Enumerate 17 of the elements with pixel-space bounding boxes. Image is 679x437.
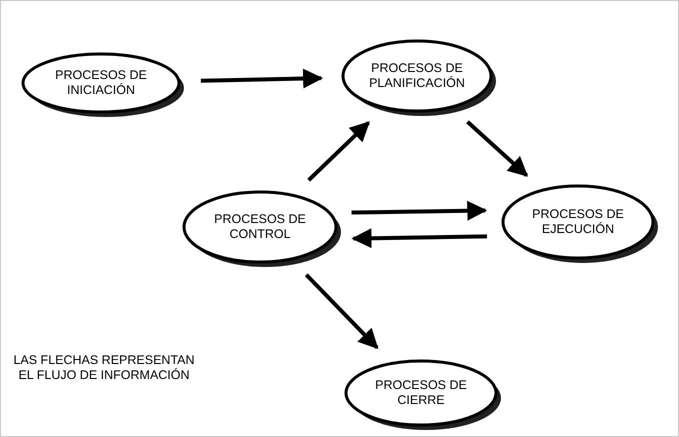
note-text: LAS FLECHAS REPRESENTAN EL FLUJO DE INFORMACIÓN [13,353,195,383]
process-label: PROCESOS DE CONTROL [213,212,307,242]
process-label: PROCESOS DE PLANIFICACIÓN [368,61,466,91]
process-label: PROCESOS DE EJECUCIÓN [531,207,625,237]
arrow [307,121,370,182]
process-label: PROCESOS DE CIERRE [374,378,468,408]
process-label: PROCESOS DE INICIACIÓN [54,68,148,98]
arrow [351,228,488,248]
process-ellipse [501,184,660,265]
arrow [200,68,324,89]
arrow [304,273,378,350]
process-ellipse [182,190,343,269]
process-ellipse [21,52,186,119]
arrow [352,200,488,221]
process-ellipse [341,39,498,118]
process-ellipse [344,359,503,432]
arrow [466,120,528,177]
